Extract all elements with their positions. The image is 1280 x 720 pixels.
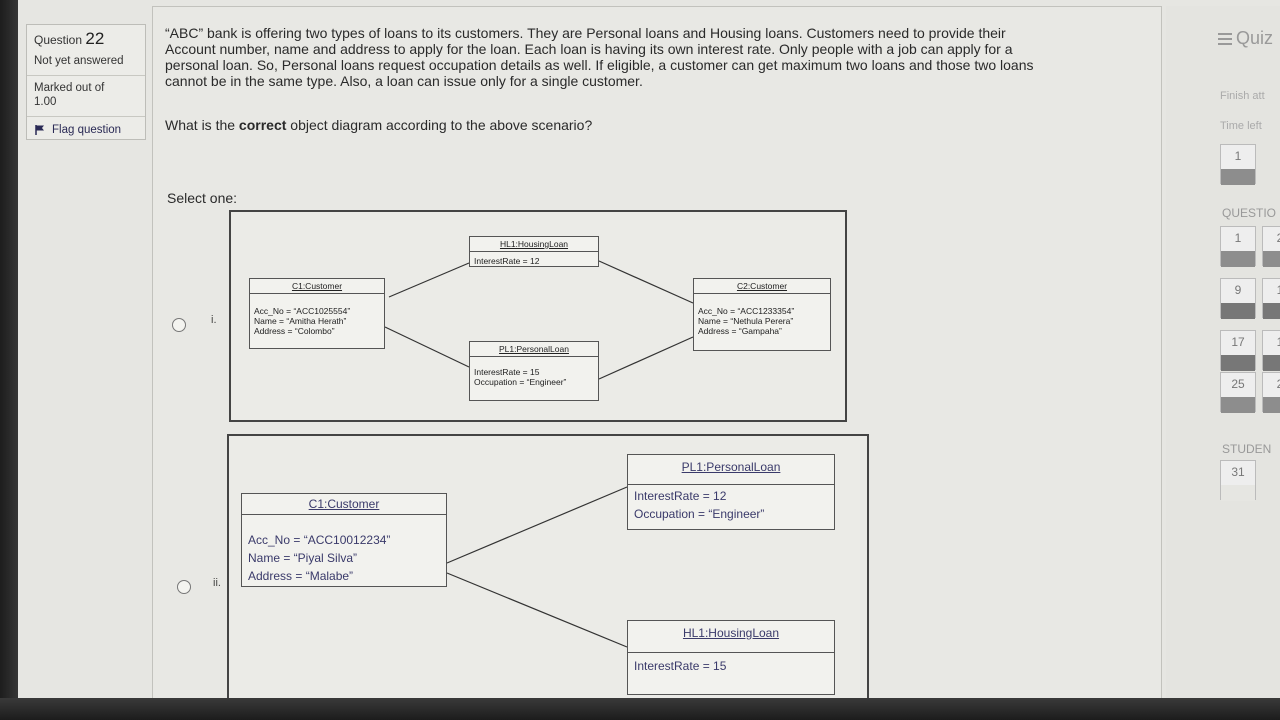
option-ii-label: ii. (213, 577, 221, 589)
object-attribute: Address = “Gampaha” (698, 326, 782, 336)
finish-attempt-link[interactable]: Finish att (1220, 90, 1265, 102)
option-i-pl1-object: PL1:PersonalLoan InterestRate = 15 Occup… (469, 341, 599, 401)
answer-status: Not yet answered (34, 55, 124, 67)
nav-question-cell[interactable]: 31 (1220, 460, 1256, 501)
object-attribute: Address = “Colombo” (254, 326, 335, 336)
object-attribute: Occupation = “Engineer” (634, 507, 765, 521)
flag-question-button[interactable]: Flag question (34, 124, 138, 136)
question-info: Question 22 Not yet answered Marked out … (26, 24, 146, 140)
nav-question-cell[interactable]: 1 (1262, 330, 1280, 371)
object-attribute: Name = “Piyal Silva” (248, 551, 358, 565)
question-number-value: 22 (85, 29, 105, 48)
option-ii-hl1-object: HL1:HousingLoan InterestRate = 15 (627, 620, 835, 695)
option-ii-radio[interactable] (177, 580, 191, 594)
object-attribute: Acc_No = “ACC1233354” (698, 306, 795, 316)
option-ii-pl1-object: PL1:PersonalLoan InterestRate = 12 Occup… (627, 454, 835, 530)
object-title: C1:Customer (242, 494, 446, 515)
screen-bottom-bezel (0, 698, 1280, 720)
nav-question-cell[interactable]: 17 (1220, 330, 1256, 371)
screen-left-edge (0, 0, 22, 720)
marked-out-of-label: Marked out of (34, 82, 105, 94)
option-i-c2-object: C2:Customer Acc_No = “ACC1233354” Name =… (693, 278, 831, 351)
object-title: HL1:HousingLoan (628, 621, 834, 653)
student-heading: STUDEN (1222, 442, 1272, 456)
nav-question-cell[interactable]: 9 (1220, 278, 1256, 319)
object-title: PL1:PersonalLoan (470, 342, 598, 357)
object-attribute: InterestRate = 15 (634, 659, 727, 673)
object-attribute: Acc_No = “ACC10012234” (248, 533, 391, 547)
option-ii-c1-object: C1:Customer Acc_No = “ACC10012234” Name … (241, 493, 447, 587)
question-text-line: “ABC” bank is offering two types of loan… (165, 25, 1006, 41)
nav-question-cell[interactable]: 1 (1220, 226, 1256, 267)
question-content: “ABC” bank is offering two types of loan… (152, 6, 1162, 702)
question-prompt: What is the correct object diagram accor… (165, 117, 593, 133)
nav-question-cell[interactable]: 25 (1220, 372, 1256, 413)
option-i-hl1-object: HL1:HousingLoan InterestRate = 12 (469, 236, 599, 267)
menu-icon (1218, 33, 1232, 46)
object-attribute: InterestRate = 12 (634, 489, 727, 503)
question-label: Question (34, 33, 83, 47)
question-text: “ABC” bank is offering two types of loan… (165, 25, 1145, 89)
option-i-label: i. (211, 314, 217, 326)
marked-value: 1.00 (34, 96, 57, 108)
quiz-menu-button[interactable]: Quiz (1218, 28, 1273, 49)
flag-question-label: Flag question (52, 124, 122, 136)
quiz-navigation: Quiz Finish att Time left 1 QUESTIO 1 2 … (1166, 6, 1280, 700)
object-attribute: Name = “Nethula Perera” (698, 316, 794, 326)
object-title: HL1:HousingLoan (470, 237, 598, 252)
flag-icon (35, 125, 44, 135)
object-title: C2:Customer (694, 279, 830, 294)
object-title: PL1:PersonalLoan (628, 455, 834, 485)
object-attribute: Occupation = “Engineer” (474, 377, 567, 387)
nav-question-cell[interactable]: 2 (1262, 372, 1280, 413)
option-i-c1-object: C1:Customer Acc_No = “ACC1025554” Name =… (249, 278, 385, 349)
option-i-radio[interactable] (172, 318, 186, 332)
prompt-bold: correct (238, 117, 287, 133)
question-text-line: cannot be in the same type. Also, a loan… (165, 73, 643, 89)
nav-top-cell[interactable]: 1 (1220, 144, 1256, 185)
question-text-line: personal loan. So, Personal loans reques… (165, 57, 1034, 73)
question-text-line: Account number, name and address to appl… (165, 41, 1013, 57)
object-attribute: Address = “Malabe” (248, 569, 354, 583)
object-attribute: Acc_No = “ACC1025554” (254, 306, 351, 316)
question-number: Question 22 (34, 29, 138, 49)
time-left-label: Time left (1220, 120, 1262, 132)
questions-heading: QUESTIO (1222, 206, 1277, 220)
object-attribute: InterestRate = 12 (474, 256, 540, 266)
object-attribute: InterestRate = 15 (474, 367, 540, 377)
nav-question-cell[interactable]: 2 (1262, 226, 1280, 267)
nav-question-cell[interactable]: 1 (1262, 278, 1280, 319)
select-one-label: Select one: (167, 190, 238, 206)
object-attribute: Name = “Amitha Herath” (254, 316, 347, 326)
object-title: C1:Customer (250, 279, 384, 294)
